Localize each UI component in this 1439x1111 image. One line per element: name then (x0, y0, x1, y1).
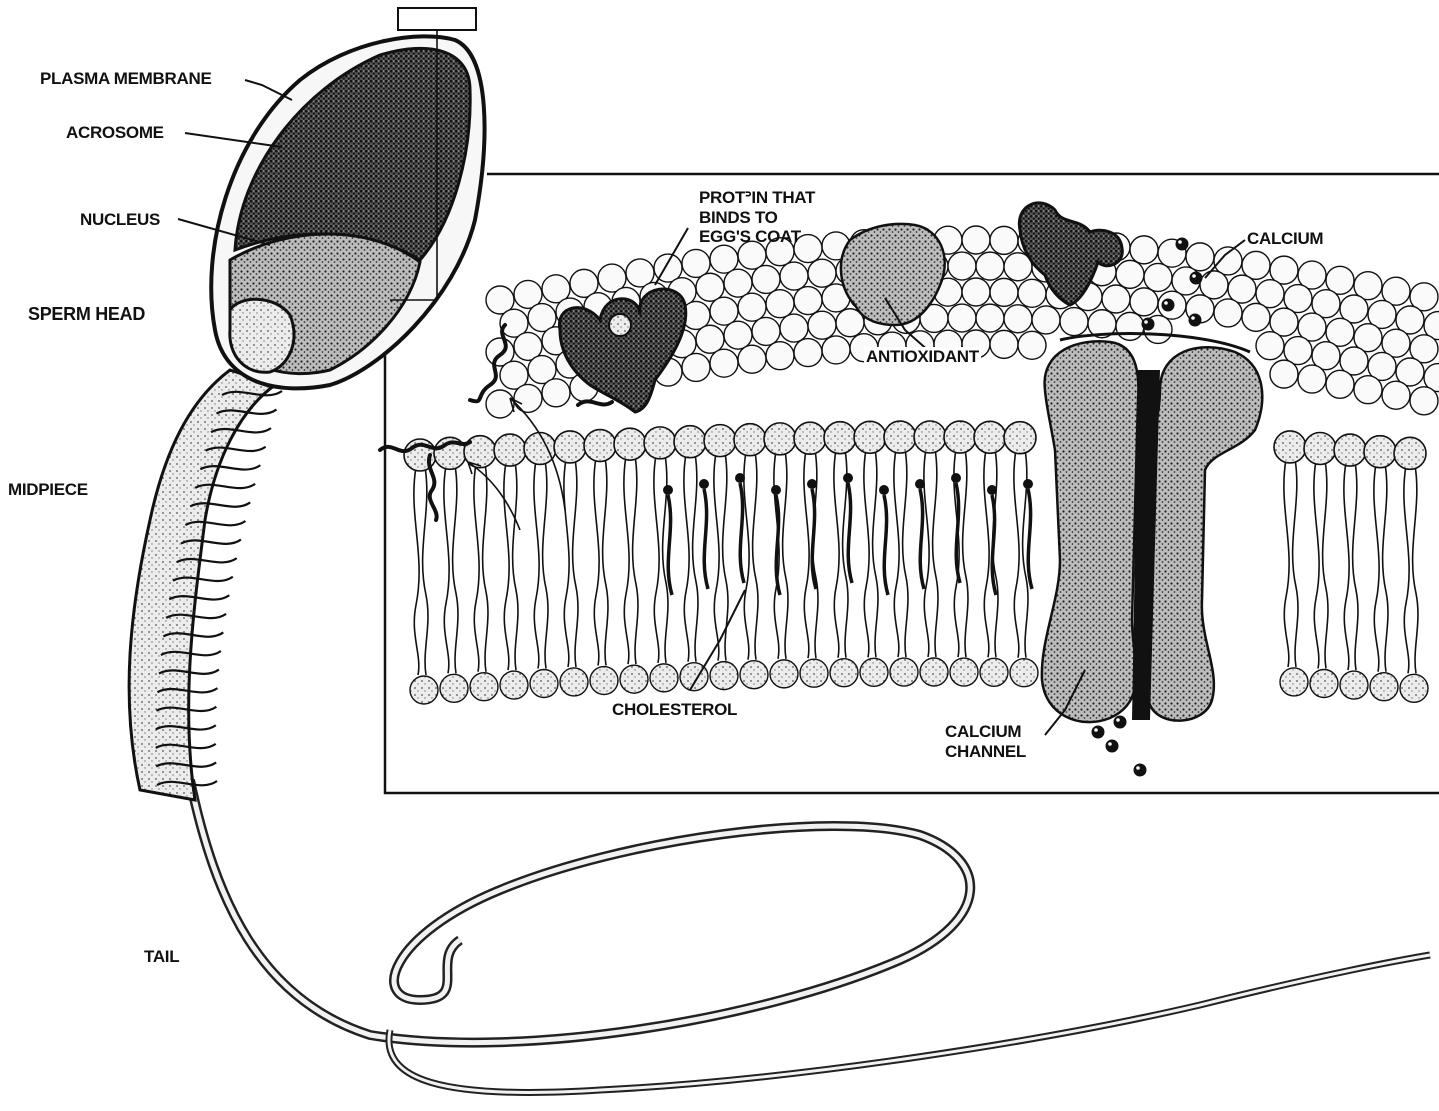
label-nucleus: NUCLEUS (80, 211, 160, 228)
label-antioxidant: ANTIOXIDANT (864, 347, 981, 366)
label-cholesterol: CHOLESTEROL (612, 701, 737, 718)
label-plasma-membrane: PLASMA MEMBRANE (40, 70, 211, 87)
label-acrosome: ACROSOME (66, 124, 164, 141)
label-midpiece: MIDPIECE (8, 481, 88, 498)
label-tail: TAIL (144, 948, 179, 965)
calcium-channel (1042, 334, 1262, 723)
label-calcium: CALCIUM (1247, 230, 1323, 247)
label-sperm-head: SPERM HEAD (28, 305, 145, 323)
label-egg-binding-protein: PROTᐣIN THAT BINDS TO EGG'S COAT (699, 188, 815, 247)
label-calcium-channel: CALCIUM CHANNEL (945, 722, 1026, 761)
